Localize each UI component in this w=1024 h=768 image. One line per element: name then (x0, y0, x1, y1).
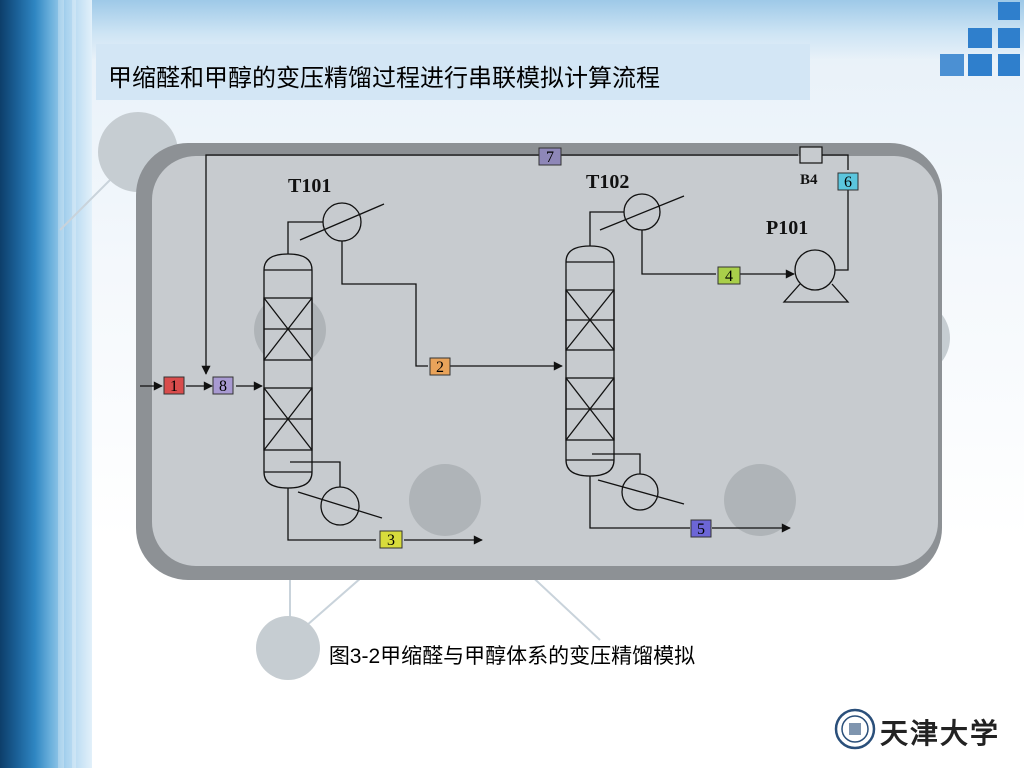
stream-labels: 1 8 2 3 4 5 6 7 (163, 147, 859, 549)
title-banner (96, 44, 810, 100)
figure-caption: 图3-2甲缩醛与甲醇体系的变压精馏模拟 (328, 645, 696, 668)
column-t101 (263, 253, 313, 489)
stream-7-box (538, 147, 562, 166)
flowsheet-panel (152, 156, 938, 566)
label-b4: B4 (800, 172, 818, 188)
stream-6-label: 6 (844, 174, 852, 191)
label-p101: P101 (766, 217, 808, 239)
stream-8-box (212, 376, 234, 395)
stream-7-label: 7 (546, 149, 554, 166)
stream-1-box (163, 376, 185, 395)
label-t101: T101 (288, 175, 331, 197)
stream-1-label: 1 (170, 378, 178, 395)
pump-p101 (794, 249, 836, 291)
stream-2-box (429, 357, 451, 376)
slide-title: 甲缩醛和甲醇的变压精馏过程进行串联模拟计算流程 (108, 64, 660, 92)
stream-5-box (690, 519, 712, 538)
stream-4-label: 4 (725, 268, 733, 285)
block-b4 (799, 146, 823, 164)
stream-3-label: 3 (387, 532, 395, 549)
university-logo: 天津大学 (834, 708, 998, 752)
stream-2-label: 2 (436, 359, 444, 376)
column-t102 (565, 245, 615, 477)
university-seal-icon (834, 708, 876, 750)
label-t102: T102 (586, 171, 629, 193)
stream-4-box (717, 266, 741, 285)
t102-condenser (623, 193, 661, 231)
stream-8-label: 8 (219, 378, 227, 395)
university-logo-text: 天津大学 (880, 717, 1001, 750)
stream-6-box (837, 172, 859, 191)
t101-reboiler (320, 486, 360, 526)
stream-5-label: 5 (697, 521, 705, 538)
left-decorative-bar (0, 0, 92, 768)
stream-3-box (379, 530, 403, 549)
